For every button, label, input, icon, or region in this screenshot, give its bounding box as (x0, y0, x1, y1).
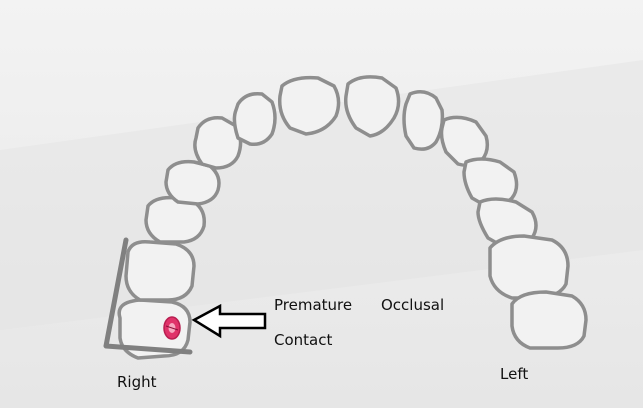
tooth-right-first-molar (126, 242, 194, 300)
tooth-left-first-molar (490, 236, 568, 298)
label-left: Left (500, 365, 528, 383)
label-right: Right (117, 373, 157, 391)
tooth-right-lateral-incisor (234, 94, 275, 145)
tooth-left-second-molar (512, 292, 586, 348)
tooth-left-lateral-incisor (404, 92, 442, 149)
label-contact: Contact (274, 331, 332, 349)
premature-contact-mark (164, 317, 180, 339)
label-premature: Premature (274, 296, 352, 314)
label-occlusal: Occlusal (381, 296, 444, 314)
tooth-right-central-incisor (280, 78, 339, 134)
